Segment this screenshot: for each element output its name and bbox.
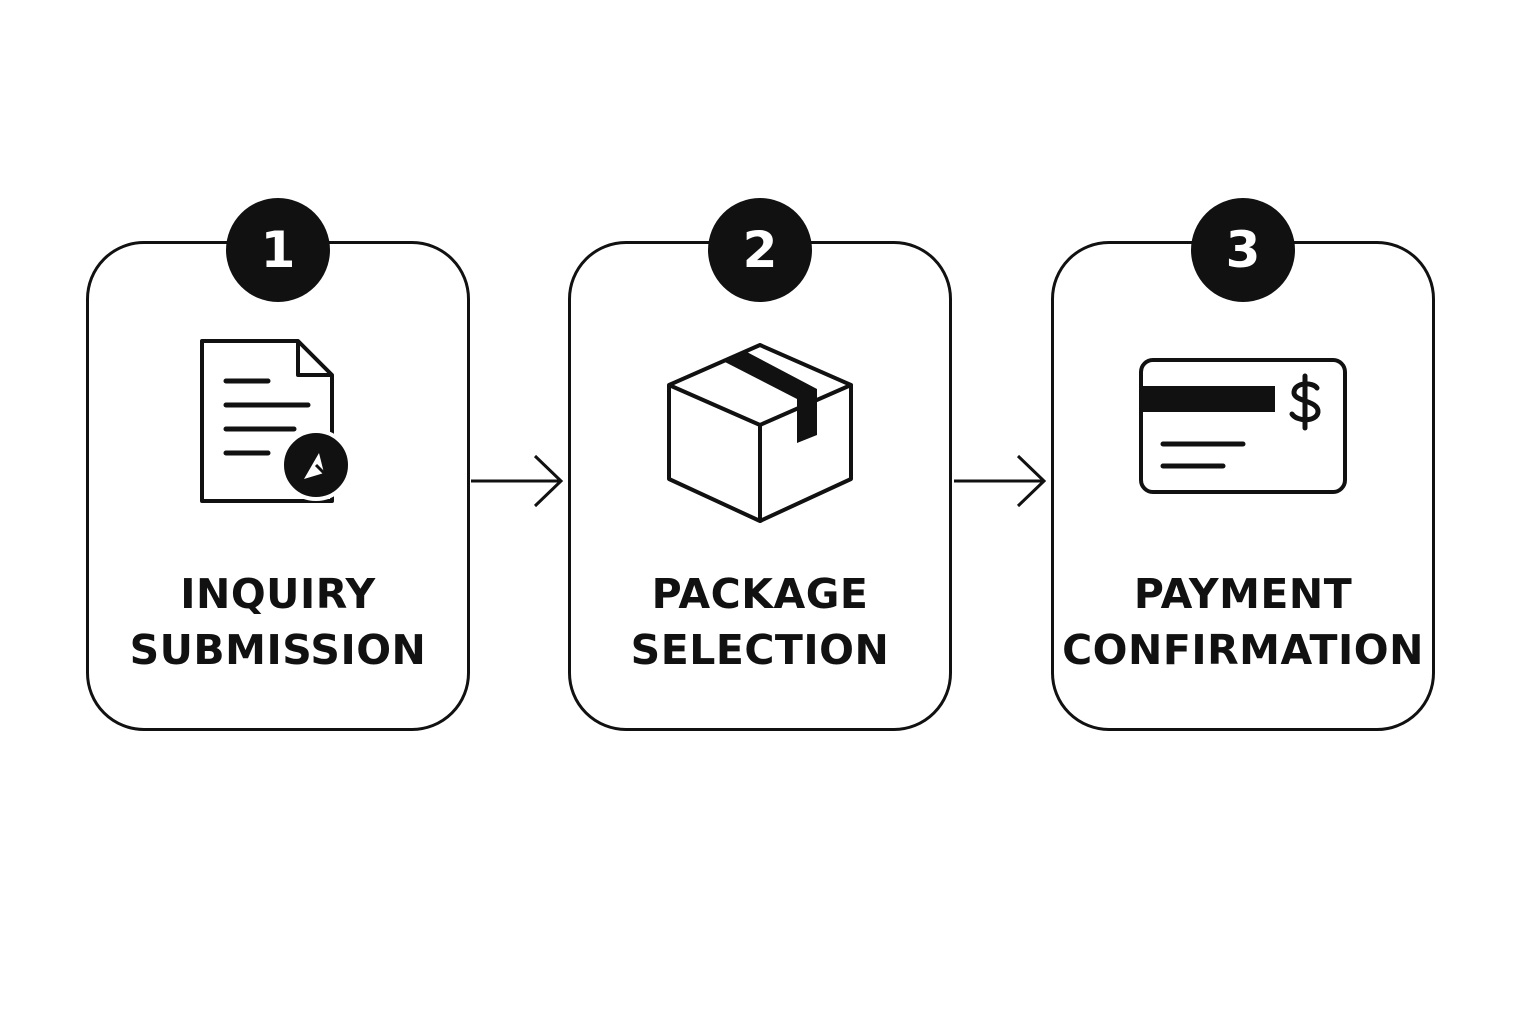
step-card-package-selection: 2 PACKAGE SELECTION: [568, 198, 952, 731]
step-label-line2: SELECTION: [630, 626, 890, 674]
step-label: INQUIRY SUBMISSION: [89, 566, 467, 678]
step-label-line1: INQUIRY: [180, 570, 376, 618]
payment-card-icon: [1139, 358, 1347, 494]
step-card-payment-confirmation: 3 PAYMENT CONFIRMATION: [1051, 198, 1435, 731]
step-number-badge: 1: [226, 198, 330, 302]
step-number-badge: 2: [708, 198, 812, 302]
step-label: PACKAGE SELECTION: [571, 566, 949, 678]
step-label-line2: SUBMISSION: [129, 626, 427, 674]
arrow-right-icon: [954, 454, 1047, 508]
step-number-badge: 3: [1191, 198, 1295, 302]
step-label-line2: CONFIRMATION: [1062, 626, 1424, 674]
step-label-line1: PAYMENT: [1133, 570, 1353, 618]
arrow-right-icon: [471, 454, 564, 508]
package-box-icon: [667, 343, 853, 523]
step-card-inquiry-submission: 1 INQUIRY SUBMISSION: [86, 198, 470, 731]
step-label-line1: PACKAGE: [651, 570, 869, 618]
document-send-icon: [200, 339, 352, 503]
dollar-sign-icon: [1289, 373, 1321, 431]
step-label: PAYMENT CONFIRMATION: [1054, 566, 1432, 678]
